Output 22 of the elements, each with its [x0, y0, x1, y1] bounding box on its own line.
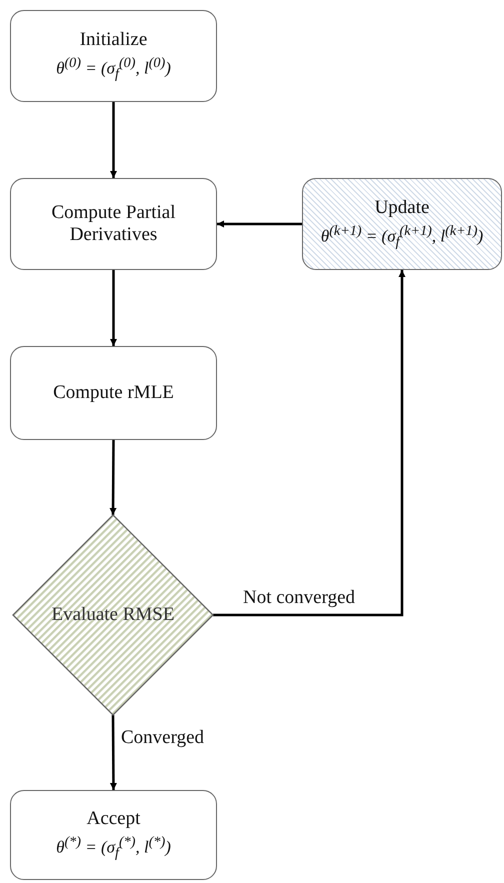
arrow	[110, 715, 117, 790]
process-box	[10, 346, 217, 440]
node-label: Accept	[86, 808, 140, 830]
edge-label: Converged	[119, 727, 206, 749]
node-label: Evaluate RMSE	[52, 604, 174, 626]
process-box	[302, 178, 502, 270]
arrow	[110, 440, 117, 515]
process-box	[10, 178, 217, 270]
node-label: Initialize	[80, 29, 148, 52]
formula: θ$^{(k+1)}$ = (σ$_{f}$$^{(k+1)}$, l$^{(k+1)}$)	[320, 223, 484, 251]
arrow	[110, 270, 117, 346]
arrow	[110, 102, 117, 178]
arrow	[213, 270, 406, 616]
process-box	[10, 790, 217, 880]
formula: θ$^{(*)}$ = (σ$_{f}$$^{(*)}$, l$^{(*)}$)	[56, 834, 171, 862]
process-box	[10, 10, 217, 102]
edge-label: Not converged	[241, 587, 358, 609]
node-label: Compute rMLE	[53, 382, 174, 404]
formula: θ$^{(0)}$ = (σ$_{f}$$^{(0)}$, l$^{(0)}$)	[56, 55, 171, 83]
arrow	[217, 220, 302, 228]
node-label: Compute Partial Derivatives	[50, 202, 176, 246]
node-label: Update	[374, 197, 430, 220]
